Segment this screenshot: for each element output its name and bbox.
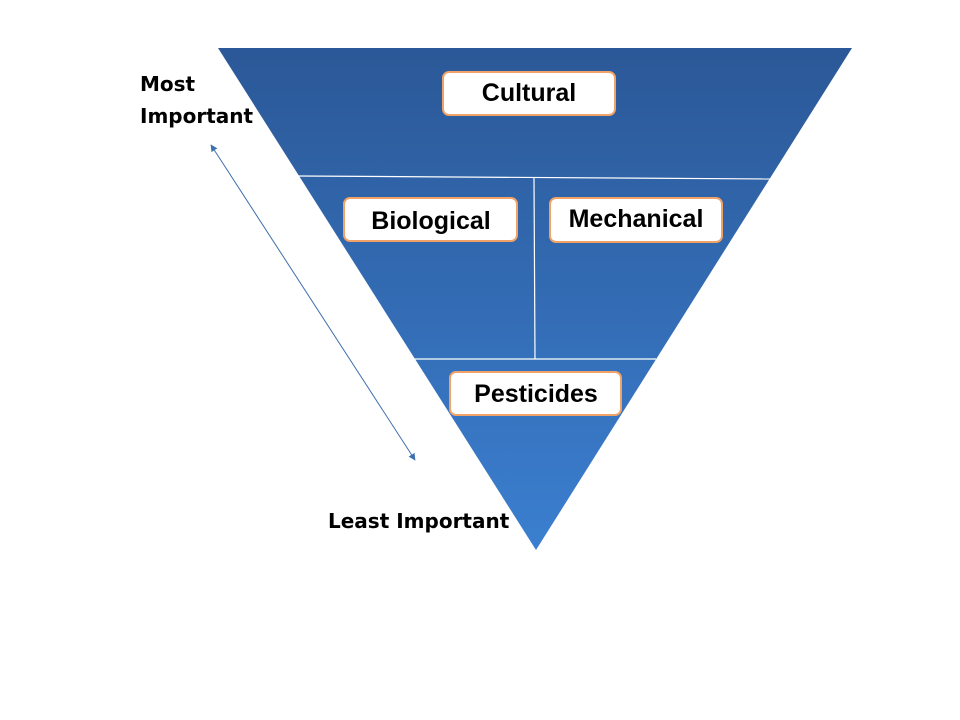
tier-divider-middle-vertical xyxy=(533,177,536,360)
tier-biological-label: Biological xyxy=(371,207,490,235)
tier-pesticides-box xyxy=(449,371,622,416)
importance-arrow xyxy=(210,144,416,461)
tier-mechanical-box xyxy=(549,197,723,243)
tier-biological: Biological xyxy=(343,197,518,242)
tier-cultural-box xyxy=(442,71,616,116)
tier-mechanical-label: Mechanical xyxy=(569,205,704,233)
least-important-label: Least Important xyxy=(328,509,510,533)
tier-pesticides: Pesticides xyxy=(449,371,622,416)
most-important-label: Most Important xyxy=(140,68,253,132)
tier-pesticides-label: Pesticides xyxy=(474,380,598,408)
tier-mechanical: Mechanical xyxy=(549,197,723,243)
tier-cultural: Cultural xyxy=(442,71,616,116)
most-important-line2: Important xyxy=(140,104,254,128)
tier-cultural-label: Cultural xyxy=(482,79,576,107)
most-important-line1: Most xyxy=(140,72,196,96)
